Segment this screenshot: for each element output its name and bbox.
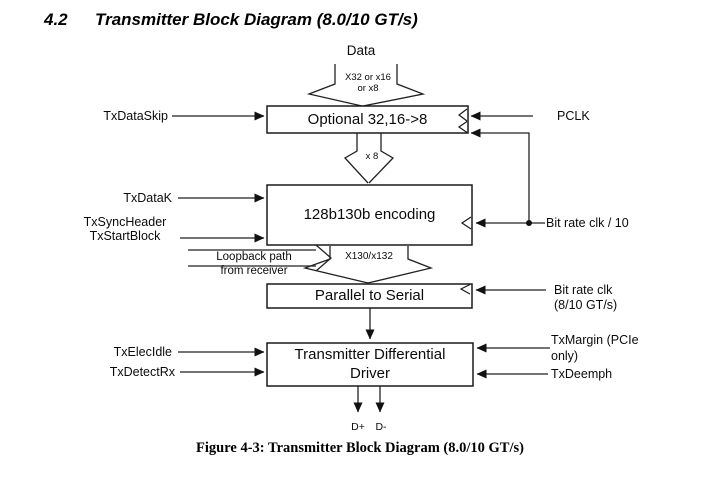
driver-block-label: Transmitter Differential Driver	[267, 345, 473, 383]
signal-txelecidle: TxElecIdle	[113, 345, 172, 359]
block-optional-mux	[266, 105, 469, 134]
block-parallel-to-serial	[266, 283, 473, 309]
signal-txdataskip: TxDataSkip	[103, 109, 168, 123]
signal-txdetectrx: TxDetectRx	[109, 365, 175, 379]
signal-bitrateclk810-line2: (8/10 GT/s)	[554, 298, 618, 312]
loopback-label: Loopback path from receiver	[198, 251, 310, 278]
clock-chevron-p2s	[459, 283, 471, 295]
clock-chevron-mux-top	[458, 108, 468, 122]
signal-txdatak: TxDataK	[123, 191, 172, 205]
signal-bitrateclk810: Bit rate clk (8/10 GT/s)	[554, 283, 617, 313]
driver-block-label-line2: Driver	[350, 365, 390, 382]
x8-funnel-label: x 8	[365, 151, 379, 162]
signal-txmargin-line2: only)	[551, 348, 579, 363]
encoder-block-label: 128b130b encoding	[303, 206, 436, 223]
loopback-label-line1: Loopback path	[216, 251, 292, 263]
data-input-label: Data	[346, 43, 376, 58]
signal-bitrateclk10: Bit rate clk / 10	[546, 216, 629, 230]
wire-junction-dot	[526, 220, 532, 226]
p2s-block-label: Parallel to Serial	[314, 287, 425, 304]
loopback-arrowhead	[315, 244, 332, 272]
output-dminus: D-	[375, 421, 387, 433]
x8-funnel-left	[343, 133, 369, 184]
clock-chevron-encoder	[460, 216, 472, 230]
x130-funnel-right	[367, 246, 434, 284]
data-width-line1: X32 or x16	[345, 72, 391, 83]
loopback-label-line2: from receiver	[220, 264, 288, 277]
signal-txsyncheader: TxSyncHeader	[83, 215, 167, 229]
x130-funnel-label: X130/x132	[345, 251, 393, 262]
x130-funnel-left	[302, 246, 369, 284]
output-dplus: D+	[351, 421, 365, 433]
x8-funnel-right	[368, 133, 395, 184]
section-number: 4.2	[44, 10, 68, 29]
data-funnel-right	[362, 64, 426, 107]
mux-block-label: Optional 32,16->8	[307, 111, 428, 128]
driver-block-label-line1: Transmitter Differential	[294, 346, 446, 363]
signal-txmargin: TxMargin (PCIe only)	[551, 333, 639, 364]
bitrateclk10-branch	[470, 128, 530, 223]
figure-caption: Figure 4-3: Transmitter Block Diagram (8…	[196, 440, 524, 456]
signal-txstartblock: TxStartBlock	[89, 229, 161, 243]
signal-txsync-group: TxSyncHeader TxStartBlock	[66, 215, 184, 243]
data-width-line2: or x8	[357, 83, 379, 94]
signal-bitrateclk810-line1: Bit rate clk	[554, 283, 613, 297]
block-differential-driver	[266, 342, 474, 387]
block-128b130b-encoder	[266, 184, 473, 246]
section-title: Transmitter Block Diagram (8.0/10 GT/s)	[95, 10, 418, 29]
clock-chevron-mux-bottom	[457, 121, 468, 133]
data-funnel-left	[306, 64, 363, 107]
data-width-label: X32 or x16 or x8	[333, 72, 403, 94]
signal-txmargin-line1: TxMargin (PCIe	[551, 333, 639, 347]
signal-txdeemph: TxDeemph	[551, 367, 613, 381]
signal-pclk: PCLK	[557, 109, 590, 123]
